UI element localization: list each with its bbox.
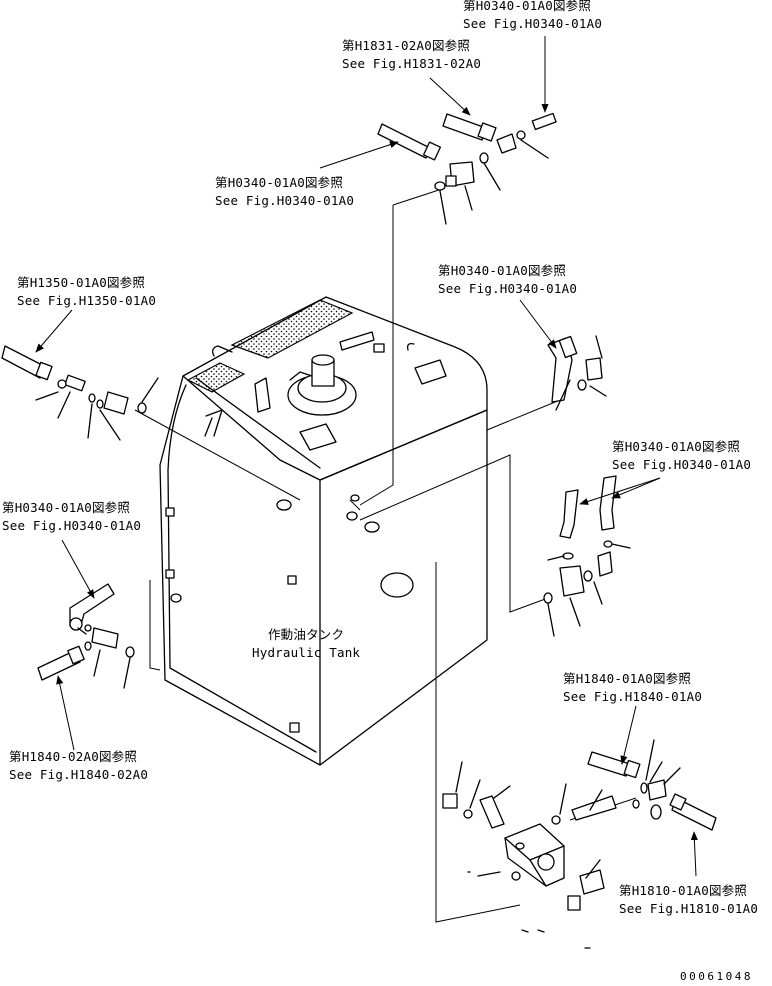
valve-block-group bbox=[442, 761, 617, 949]
ref-label-jp: 第H1840-01A0図参照 bbox=[563, 671, 692, 686]
ref-label-left-h1350: 第H1350-01A0図参照 See Fig.H1350-01A0 bbox=[17, 274, 156, 310]
ref-label-top-left-hose: 第H0340-01A0図参照 See Fig.H0340-01A0 bbox=[215, 174, 354, 210]
ref-label-en: See Fig.H0340-01A0 bbox=[438, 281, 578, 296]
ref-label-jp: 第H1831-02A0図参照 bbox=[342, 38, 471, 53]
ref-label-jp: 第H1810-01A0図参照 bbox=[619, 883, 748, 898]
tank-label: 作動油タンク Hydraulic Tank bbox=[252, 626, 360, 662]
ref-label-en: See Fig.H1831-02A0 bbox=[342, 56, 482, 71]
ref-label-bottom-right-h1840: 第H1840-01A0図参照 See Fig.H1840-01A0 bbox=[563, 670, 702, 706]
ref-label-right-pair: 第H0340-01A0図参照 See Fig.H0340-01A0 bbox=[612, 438, 751, 474]
ref-label-en: See Fig.H1840-01A0 bbox=[563, 689, 703, 704]
hydraulic-tank-body bbox=[159, 296, 488, 766]
ref-label-bottom-right-h1810: 第H1810-01A0図参照 See Fig.H1810-01A0 bbox=[619, 882, 758, 918]
tank-label-jp: 作動油タンク bbox=[267, 627, 345, 642]
ref-label-right-elbow: 第H0340-01A0図参照 See Fig.H0340-01A0 bbox=[438, 262, 577, 298]
ref-label-en: See Fig.H1350-01A0 bbox=[17, 293, 157, 308]
ref-label-jp: 第H0340-01A0図参照 bbox=[2, 500, 131, 515]
ref-label-jp: 第H0340-01A0図参照 bbox=[463, 0, 592, 13]
top-fittings-group bbox=[377, 112, 557, 225]
ref-label-bottom-left-h1840: 第H1840-02A0図参照 See Fig.H1840-02A0 bbox=[9, 748, 148, 784]
ref-label-jp: 第H1350-01A0図参照 bbox=[17, 275, 146, 290]
ref-label-left-elbow: 第H0340-01A0図参照 See Fig.H0340-01A0 bbox=[2, 499, 141, 535]
drawing-number: 00061048 bbox=[680, 970, 753, 983]
ref-label-en: See Fig.H0340-01A0 bbox=[612, 457, 752, 472]
ref-label-jp: 第H0340-01A0図参照 bbox=[215, 175, 344, 190]
ref-label-en: See Fig.H0340-01A0 bbox=[215, 193, 355, 208]
tank-label-en: Hydraulic Tank bbox=[252, 645, 361, 660]
bottom-right-fittings-group bbox=[587, 739, 717, 831]
ref-label-top-right: 第H0340-01A0図参照 See Fig.H0340-01A0 bbox=[463, 0, 602, 33]
ref-label-jp: 第H1840-02A0図参照 bbox=[9, 749, 138, 764]
ref-label-en: See Fig.H0340-01A0 bbox=[463, 16, 603, 31]
left-elbow-group bbox=[37, 583, 135, 689]
ref-label-en: See Fig.H1840-02A0 bbox=[9, 767, 149, 782]
right-pair-group bbox=[543, 475, 631, 637]
ref-label-jp: 第H0340-01A0図参照 bbox=[438, 263, 567, 278]
ref-label-en: See Fig.H1810-01A0 bbox=[619, 901, 759, 916]
left-fittings-group bbox=[1, 345, 159, 441]
ref-label-jp: 第H0340-01A0図参照 bbox=[612, 439, 741, 454]
right-elbow-group bbox=[547, 335, 607, 411]
ref-label-top-h1831: 第H1831-02A0図参照 See Fig.H1831-02A0 bbox=[342, 37, 481, 73]
ref-label-en: See Fig.H0340-01A0 bbox=[2, 518, 142, 533]
leader-arrows bbox=[35, 36, 698, 877]
